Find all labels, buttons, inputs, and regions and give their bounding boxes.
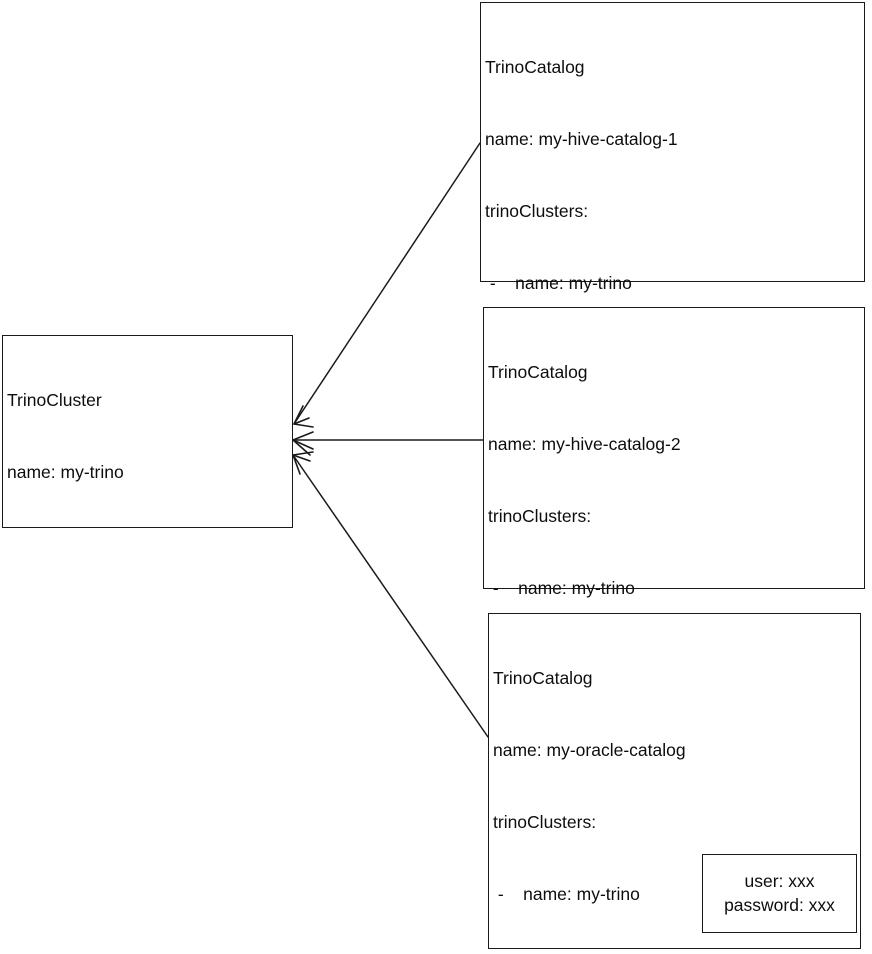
node-trino-cluster-text: TrinoCluster name: my-trino (3, 336, 292, 532)
node-secret-text: user: xxx password: xxx (703, 855, 856, 917)
node-line: name: my-oracle-catalog (493, 740, 686, 760)
node-line: TrinoCatalog (488, 362, 588, 382)
edge-hive-2-to-cluster (292, 431, 484, 456)
node-line: name: my-hive-catalog-1 (485, 129, 678, 149)
node-line: TrinoCatalog (493, 668, 593, 688)
node-line: password: xxx (724, 895, 835, 915)
node-line: user: xxx (744, 871, 815, 891)
node-catalog-my-hive-catalog-1[interactable]: TrinoCatalog name: my-hive-catalog-1 tri… (480, 2, 865, 653)
edge-oracle-to-cluster (292, 451, 489, 738)
edge-hive-1-to-cluster (293, 142, 481, 428)
node-secret-oracle-credentials[interactable]: user: xxx password: xxx (702, 854, 857, 933)
node-line: trinoClusters: (485, 201, 589, 221)
node-line: name: my-hive-catalog-2 (488, 434, 681, 454)
node-line: - name: my-trino (485, 273, 632, 293)
node-catalog-my-hive-catalog-2[interactable]: TrinoCatalog name: my-hive-catalog-2 tri… (483, 307, 865, 886)
node-trino-cluster[interactable]: TrinoCluster name: my-trino (2, 335, 293, 528)
node-line: trinoClusters: (493, 812, 597, 832)
node-line: - name: my-trino (488, 578, 635, 598)
node-line: TrinoCatalog (485, 57, 585, 77)
node-line: TrinoCluster (7, 390, 102, 410)
node-line: trinoClusters: (488, 506, 592, 526)
node-line: name: my-trino (7, 462, 124, 482)
node-line: - name: my-trino (493, 884, 640, 904)
node-catalog-my-oracle-catalog-text: TrinoCatalog name: my-oracle-catalog tri… (489, 614, 860, 954)
